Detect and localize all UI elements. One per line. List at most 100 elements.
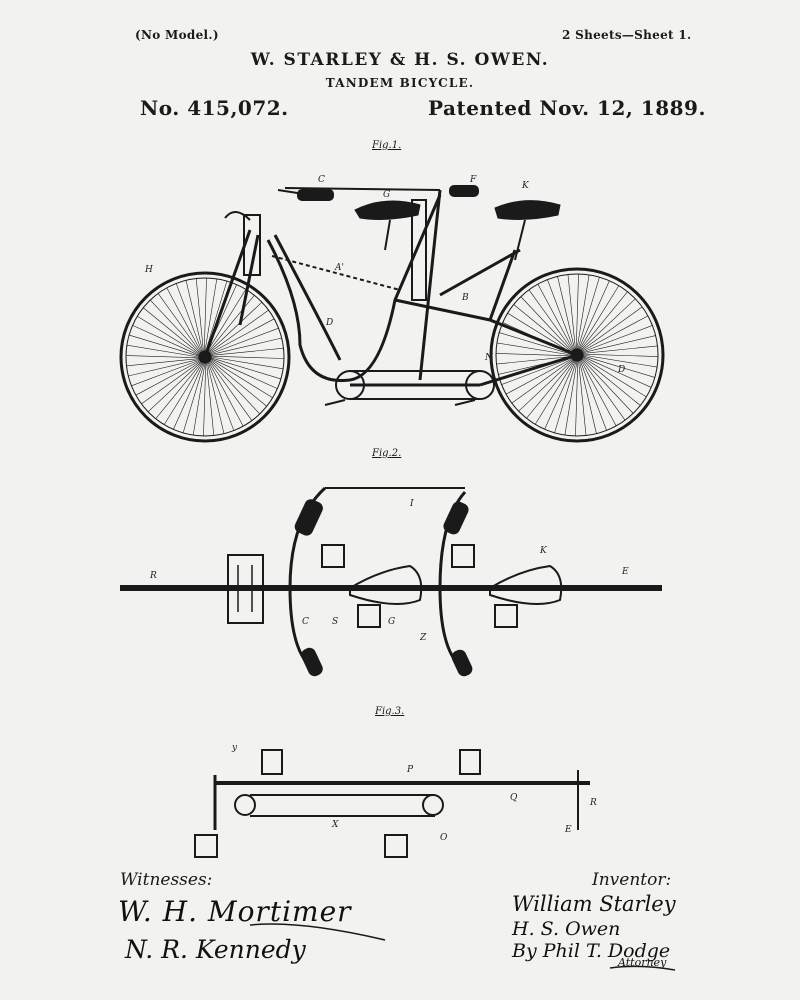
svg-text:K: K: [521, 181, 530, 191]
front-wheel: [119, 271, 291, 443]
wheel-spoke: [210, 355, 284, 359]
svg-text:E: E: [621, 567, 629, 577]
wheel-spoke: [576, 274, 590, 350]
wheel-spoke: [578, 280, 610, 350]
wheel-spoke: [496, 353, 572, 357]
wheel-spoke: [511, 358, 573, 404]
inventor-label: Inventor:: [592, 870, 672, 890]
wheel-spoke: [580, 359, 617, 427]
wheel-spoke: [518, 359, 574, 412]
wheel-spoke: [207, 295, 255, 352]
svg-text:P: P: [406, 765, 414, 775]
wheel-spoke: [126, 355, 200, 359]
wheel-spoke: [544, 360, 576, 430]
wheel-spoke: [149, 299, 201, 354]
wheel-spoke: [564, 360, 578, 436]
wheel-spoke: [207, 362, 225, 434]
svg-text:I: I: [409, 499, 414, 509]
svg-text:K: K: [539, 546, 548, 556]
wheel-spoke: [208, 361, 244, 427]
svg-text:B: B: [461, 293, 469, 303]
wheel-spoke: [582, 335, 656, 353]
wheel-spoke: [554, 360, 577, 433]
wheel-spoke: [575, 360, 579, 436]
patent-number: No. 415,072.: [140, 96, 289, 120]
wheel-spoke: [579, 285, 620, 350]
wheel-spoke: [210, 357, 281, 380]
witnesses-label: Witnesses:: [120, 870, 213, 890]
wheel-spoke: [205, 281, 228, 352]
signature-flourishes: [249, 923, 676, 971]
svg-text:D: D: [617, 365, 625, 375]
wheel-spoke: [582, 357, 647, 398]
svg-text:F: F: [469, 175, 477, 185]
svg-text:N: N: [484, 353, 494, 363]
svg-text:G: G: [383, 190, 390, 200]
svg-text:A': A': [334, 263, 344, 273]
wheel-spoke: [131, 359, 200, 387]
rear-wheel: [489, 267, 665, 443]
wheel-spoke: [577, 277, 600, 350]
svg-text:C: C: [302, 617, 309, 627]
wheel-spoke: [135, 360, 201, 396]
wheel-spoke: [547, 279, 575, 350]
wheel-spoke: [526, 360, 575, 419]
saddles: [354, 200, 561, 261]
wheel-spoke: [581, 315, 649, 352]
handlebar-linkage: [224, 185, 479, 291]
wheel-spoke: [204, 278, 218, 352]
fig1-side-view: H C F G K D B A' D N: [119, 175, 665, 443]
svg-text:R: R: [149, 571, 157, 581]
attorney-word: Attorney: [618, 956, 667, 969]
patent-date: Patented Nov. 12, 1889.: [428, 96, 706, 120]
wheel-spoke: [567, 274, 576, 350]
svg-text:y: y: [231, 743, 238, 753]
wheel-spoke: [203, 362, 207, 436]
wheel-spoke: [143, 307, 200, 355]
wheel-spoke: [128, 359, 200, 377]
wheel-spoke: [141, 360, 201, 405]
wheel-spoke: [210, 327, 279, 355]
wheel-spoke: [166, 287, 202, 353]
wheel-spoke: [208, 361, 253, 421]
inventors-title: W. STARLEY & H. S. OWEN.: [250, 50, 550, 70]
wheel-spoke: [175, 283, 203, 352]
wheel-spoke: [147, 361, 202, 413]
wheel-spoke: [206, 362, 215, 436]
witness-signature-2: N. R. Kennedy: [125, 935, 306, 964]
inventor-signature-2: H. S. Owen: [512, 918, 621, 940]
chain-drive: [324, 370, 495, 406]
fig2-label: Fig.2.: [372, 448, 402, 459]
wheel-spoke: [501, 357, 572, 385]
wheel-spoke: [496, 342, 572, 356]
wheel-spoke: [210, 337, 282, 355]
svg-text:O: O: [440, 833, 448, 843]
wheel-spoke: [192, 362, 206, 436]
attorney-signature: By Phil T. Dodge: [512, 940, 671, 962]
wheel-spoke: [499, 332, 572, 355]
wheel-spoke: [582, 345, 658, 354]
wheel-spoke: [582, 356, 652, 388]
inventor-signature-1: William Starley: [512, 892, 676, 916]
wheel-spoke: [496, 356, 572, 365]
wheel-spoke: [528, 289, 574, 351]
wheel-spoke: [210, 359, 273, 399]
wheel-spoke: [520, 296, 573, 352]
wheel-spoke: [210, 359, 267, 407]
wheel-spoke: [557, 276, 575, 350]
sheet-count: 2 Sheets—Sheet 1.: [562, 28, 692, 42]
wheel-spoke: [582, 354, 658, 368]
wheel-spoke: [579, 360, 597, 434]
wheel-spoke: [537, 283, 574, 351]
wheel-spoke: [173, 362, 204, 430]
fig2-top-view: R E I C S G Z K: [120, 486, 662, 677]
wheel-spoke: [534, 360, 575, 425]
fig1-label: Fig.1.: [372, 140, 402, 151]
wheel-spoke: [129, 334, 200, 357]
no-model-note: (No Model.): [135, 28, 219, 42]
wheel-spoke: [132, 325, 200, 356]
wheel-spoke: [126, 344, 200, 358]
wheel-spoke: [582, 325, 653, 353]
